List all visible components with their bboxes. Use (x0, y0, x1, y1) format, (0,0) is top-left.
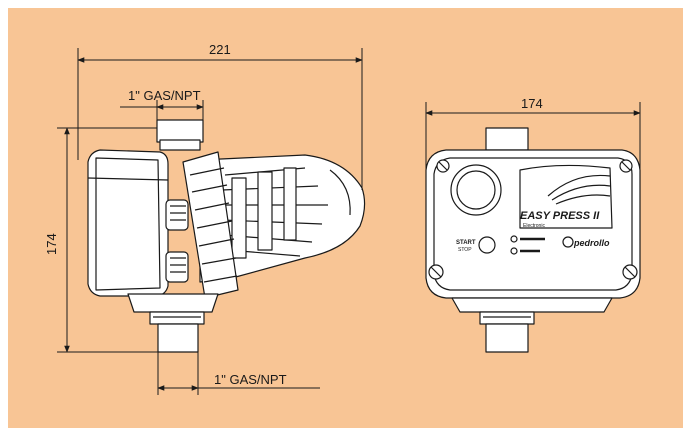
dimension-labels: 221 1" GAS/NPT 174 1" GAS/NPT 174 (44, 42, 543, 387)
front-view (425, 127, 641, 353)
dim-inlet-thread: 1" GAS/NPT (128, 88, 201, 103)
brand-logo: pedrollo (573, 238, 610, 248)
front-labels: EASY PRESS II Electronic START STOP pedr… (456, 210, 610, 253)
dim-front-width: 174 (521, 96, 543, 111)
dim-side-width: 221 (209, 42, 231, 57)
dim-side-height: 174 (44, 233, 59, 255)
side-view (87, 119, 366, 353)
start-label: START (456, 240, 476, 246)
product-model: EASY PRESS II (520, 210, 600, 222)
dim-outlet-thread: 1" GAS/NPT (214, 372, 287, 387)
dimension-lines (57, 48, 641, 395)
start-sub: STOP (458, 247, 472, 253)
product-model-sub: Electronic (523, 223, 545, 229)
